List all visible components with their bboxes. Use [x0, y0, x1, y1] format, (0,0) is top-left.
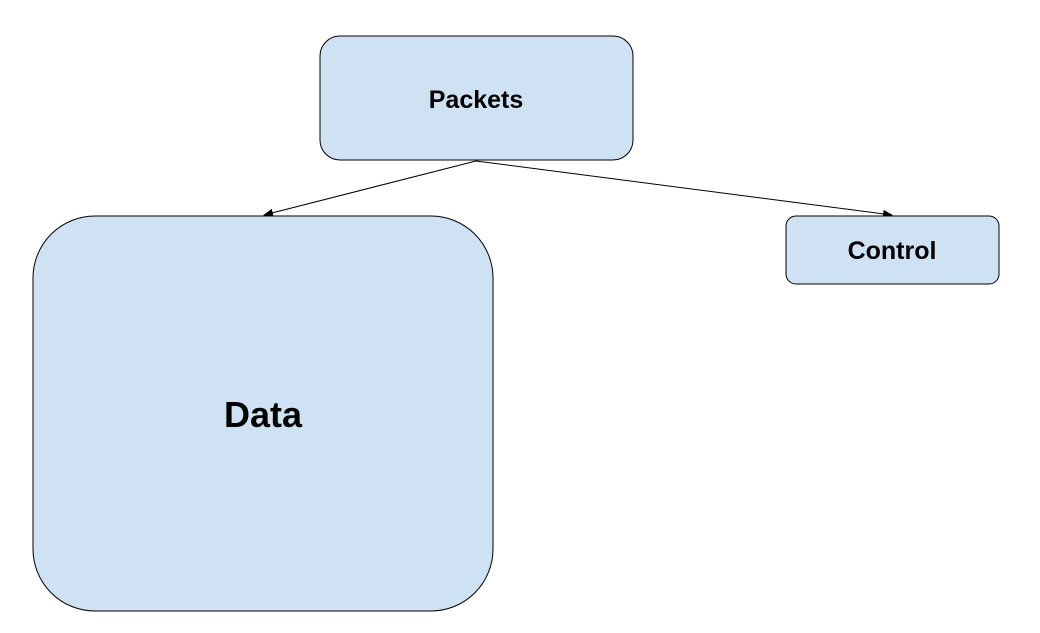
node-packets-label: Packets [429, 86, 524, 114]
node-data-box [32, 215, 494, 612]
node-packets-box [319, 35, 634, 161]
edge-packets-to-control [475, 160, 893, 218]
node-packets[interactable]: Packets [319, 35, 634, 161]
edge-packets-to-data [263, 160, 477, 217]
node-control[interactable]: Control [785, 215, 1000, 285]
node-data-label: Data [224, 394, 303, 435]
node-control-box [785, 215, 1000, 285]
node-control-label: Control [848, 237, 937, 265]
node-data[interactable]: Data [32, 215, 494, 612]
